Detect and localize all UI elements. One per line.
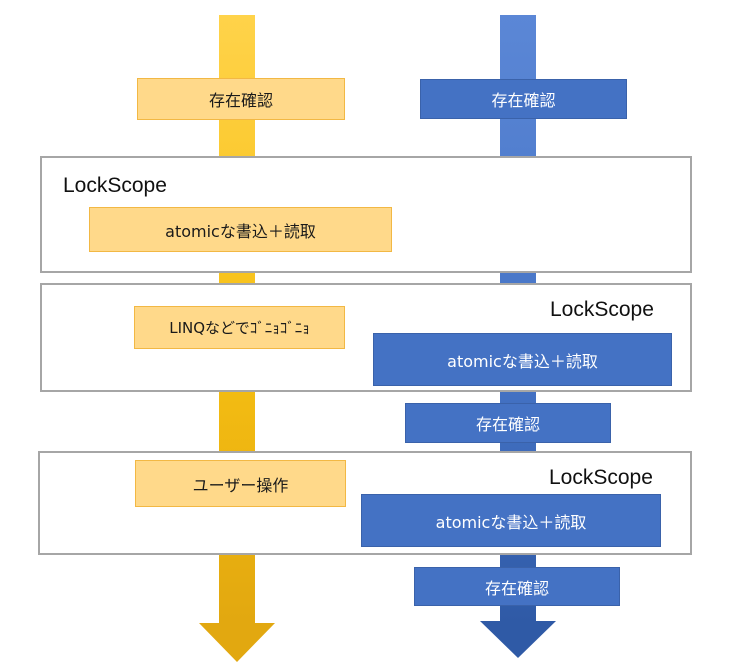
lock-scope-2: LINQなどでｺﾞﾆｮｺﾞﾆｮ LockScope atomicな書込＋読取 bbox=[40, 283, 692, 392]
lock-scope-1: LockScope atomicな書込＋読取 bbox=[40, 156, 692, 273]
linq-work-box: LINQなどでｺﾞﾆｮｺﾞﾆｮ bbox=[134, 306, 345, 349]
lock-scope-2-label: LockScope bbox=[550, 298, 654, 321]
user-operation-box: ユーザー操作 bbox=[135, 460, 346, 507]
lock-scope-1-action: atomicな書込＋読取 bbox=[89, 207, 392, 252]
right-exist-check-label-1: 存在確認 bbox=[491, 91, 556, 110]
left-exist-check-box: 存在確認 bbox=[137, 78, 345, 120]
lock-scope-3: ユーザー操作 LockScope atomicな書込＋読取 bbox=[38, 451, 692, 555]
lock-scope-3-action: atomicな書込＋読取 bbox=[361, 494, 661, 547]
lock-scope-1-label: LockScope bbox=[63, 174, 167, 197]
linq-work-label: LINQなどでｺﾞﾆｮｺﾞﾆｮ bbox=[169, 319, 310, 337]
right-exist-check-label-3: 存在確認 bbox=[484, 578, 549, 598]
user-operation-label: ユーザー操作 bbox=[192, 475, 289, 495]
lock-scope-1-action-label: atomicな書込＋読取 bbox=[165, 221, 316, 241]
right-exist-check-box-2: 存在確認 bbox=[405, 403, 611, 443]
lock-scope-3-label: LockScope bbox=[549, 466, 653, 489]
right-exist-check-box-3: 存在確認 bbox=[414, 567, 620, 606]
lock-scope-3-action-label: atomicな書込＋読取 bbox=[435, 512, 587, 532]
lock-scope-2-action-label: atomicな書込＋読取 bbox=[447, 351, 598, 371]
lock-scope-2-action: atomicな書込＋読取 bbox=[373, 333, 672, 386]
right-exist-check-box-1: 存在確認 bbox=[420, 79, 627, 119]
left-exist-check-label: 存在確認 bbox=[208, 91, 273, 110]
right-exist-check-label-2: 存在確認 bbox=[475, 415, 540, 434]
